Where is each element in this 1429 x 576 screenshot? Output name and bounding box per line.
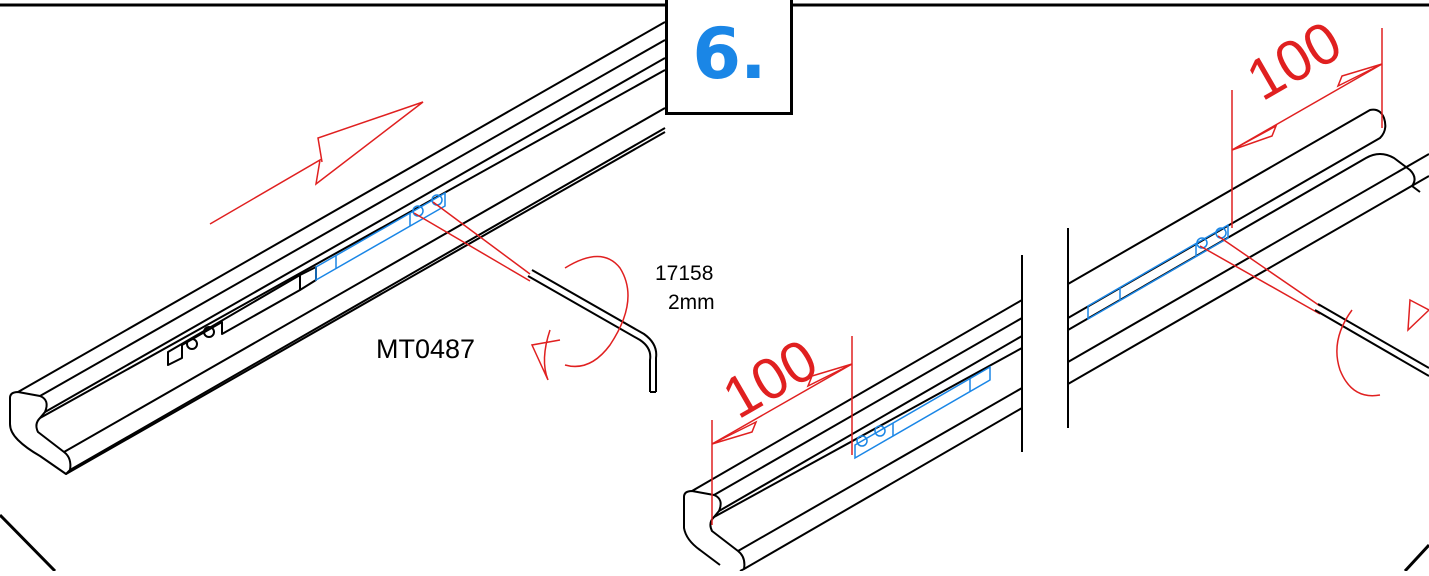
- step-number: 6.: [692, 13, 766, 95]
- rail-edge-groove-middle: [718, 335, 1023, 512]
- rail-edge-inner-middle: [713, 347, 1023, 518]
- rail-edge-top-right: [1067, 108, 1387, 319]
- frame-corner-left: [0, 513, 57, 573]
- part-code-label: MT0487: [376, 334, 476, 364]
- connector-bar-middle: [854, 365, 991, 460]
- dimension-left: [711, 336, 853, 525]
- rail-edge-base-left: [65, 131, 666, 475]
- set-screw-icon: [856, 435, 868, 447]
- rail-edge-groove-left: [44, 57, 666, 413]
- tool-guide-line-left-2: [413, 212, 531, 282]
- dimension-right: [1231, 28, 1383, 228]
- rail-edge-bottom-left: [69, 127, 666, 471]
- rail-edge-lip-right: [1067, 153, 1421, 331]
- rail-end-cap-left: [9, 391, 72, 475]
- rail-edge-bottom-right: [1067, 175, 1429, 385]
- step-badge: 6.: [665, 0, 793, 115]
- rail-edge-top-left: [17, 21, 666, 393]
- connector-bar-right: [1087, 223, 1229, 321]
- slider-end-left: [299, 266, 317, 291]
- rail-cap-side-middle: [683, 497, 721, 566]
- set-screw-icon: [874, 425, 886, 437]
- tool-size-label: 2mm: [668, 291, 715, 314]
- rotate-arrow-icon: [530, 255, 629, 381]
- dimension-label-right: 100: [1236, 9, 1352, 114]
- rail-edge-top-middle: [691, 299, 1023, 492]
- tool-guide-line-right: [1217, 235, 1321, 307]
- tool-guide-line-right-2: [1199, 245, 1321, 315]
- rail-edge-lip-middle: [713, 317, 1023, 496]
- tool-guide-line-left: [432, 201, 531, 275]
- hex-key-icon: [527, 269, 658, 393]
- rail-edge-bottom-middle: [743, 407, 1023, 570]
- rail-edge-mid-left: [63, 107, 666, 453]
- tool-code-label: 17158: [655, 262, 714, 285]
- rail-end-cap-middle: [683, 490, 746, 572]
- frame-corner-right: [1403, 543, 1429, 573]
- dimension-label-left: 100: [712, 327, 828, 432]
- slider-screws-left: [186, 326, 215, 350]
- rail-profile-right: [1067, 108, 1429, 428]
- rail-profile-middle: [683, 255, 1023, 572]
- connector-bar-left: [315, 191, 446, 282]
- hex-key-icon: [1314, 303, 1429, 377]
- rail-edge-lip-left: [39, 39, 666, 397]
- set-screw-icon: [1196, 237, 1208, 249]
- rail-profile-left: [9, 21, 666, 475]
- rotate-arrow-icon: [1336, 298, 1429, 397]
- slider-block-left: [167, 274, 301, 366]
- rail-edge-mid-middle: [737, 387, 1023, 552]
- rail-edge-inner-left: [39, 69, 666, 419]
- slide-arrow-icon: [209, 101, 424, 225]
- rail-edge-mid-right: [1067, 153, 1429, 363]
